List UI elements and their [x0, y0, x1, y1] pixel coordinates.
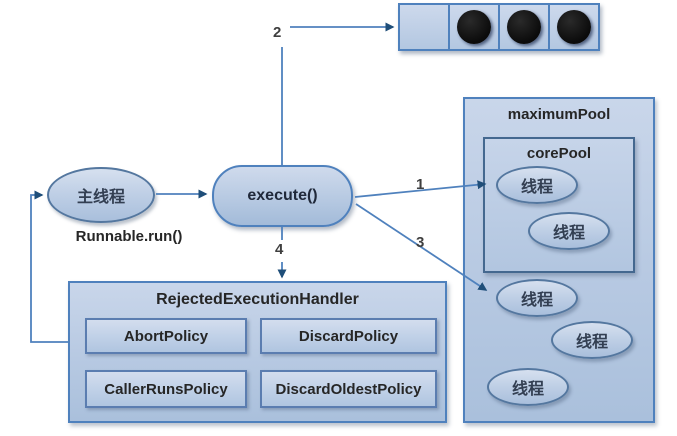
queue-cell [448, 5, 498, 49]
rejected-handler-title: RejectedExecutionHandler [156, 291, 359, 308]
core-thread-ellipse: 线程 [496, 166, 578, 204]
core-pool-box: corePool [483, 137, 635, 273]
discard-oldest-policy-box: DiscardOldestPolicy [260, 370, 437, 408]
queue-cell [498, 5, 548, 49]
task-dot-icon [457, 10, 491, 44]
core-pool-title: corePool [526, 145, 592, 162]
task-queue [398, 3, 600, 51]
queue-cell [548, 5, 598, 49]
step-label-1: 1 [416, 176, 425, 193]
queue-cell-empty [400, 5, 448, 49]
caller-runs-policy-box: CallerRunsPolicy [85, 370, 247, 408]
core-thread-ellipse: 线程 [528, 212, 610, 250]
step-label-3: 3 [416, 234, 425, 251]
main-thread-ellipse: 主线程 [47, 167, 155, 223]
extra-thread-ellipse: 线程 [487, 368, 569, 406]
runnable-run-caption: Runnable.run() [75, 228, 183, 245]
execute-node: execute() [212, 165, 353, 227]
abort-policy-box: AbortPolicy [85, 318, 247, 354]
extra-thread-ellipse: 线程 [496, 279, 578, 317]
extra-thread-ellipse: 线程 [551, 321, 633, 359]
task-dot-icon [557, 10, 591, 44]
task-dot-icon [507, 10, 541, 44]
step-label-2: 2 [273, 24, 282, 41]
step-label-4: 4 [275, 241, 284, 258]
maximum-pool-title: maximumPool [507, 106, 611, 123]
rejected-handler-box: RejectedExecutionHandler AbortPolicy Dis… [68, 281, 447, 423]
feedback-loop-arrow [30, 190, 68, 343]
discard-policy-box: DiscardPolicy [260, 318, 437, 354]
